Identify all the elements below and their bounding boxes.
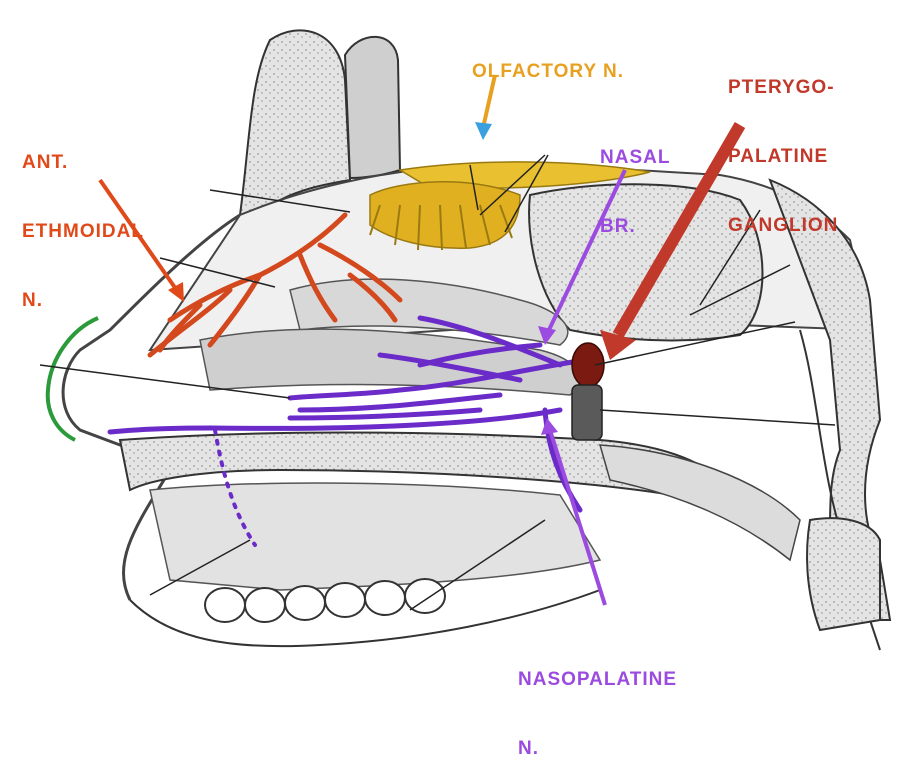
- label-nasal-br: NASAL BR.: [600, 100, 670, 261]
- frontal-sinus: [345, 37, 400, 178]
- label-pterygopalatine-line-2: PALATINE: [728, 145, 838, 168]
- pterygopalatine-ganglion: [572, 343, 604, 440]
- vertebra: [807, 518, 880, 630]
- label-olfactory-line-1: OLFACTORY N.: [472, 60, 624, 83]
- label-ant-ethmoidal-n: ANT. ETHMOIDAL N.: [22, 105, 144, 335]
- label-nasal-br-line-1: NASAL: [600, 146, 670, 169]
- label-nasal-br-line-2: BR.: [600, 215, 670, 238]
- label-ant-ethmoidal-line-3: N.: [22, 289, 144, 312]
- label-pterygopalatine-ganglion: PTERYGO- PALATINE GANGLION: [728, 30, 838, 260]
- label-nasopalatine-line-2: N.: [518, 737, 677, 760]
- maxilla: [150, 483, 600, 590]
- label-nasopalatine-n: NASOPALATINE N.: [518, 622, 677, 783]
- label-nasopalatine-line-1: NASOPALATINE: [518, 668, 677, 691]
- label-olfactory-n: OLFACTORY N.: [472, 14, 624, 106]
- label-ant-ethmoidal-line-1: ANT.: [22, 151, 144, 174]
- label-pterygopalatine-line-3: GANGLION: [728, 214, 838, 237]
- soft-palate: [600, 445, 800, 560]
- label-pterygopalatine-line-1: PTERYGO-: [728, 76, 838, 99]
- label-ant-ethmoidal-line-2: ETHMOIDAL: [22, 220, 144, 243]
